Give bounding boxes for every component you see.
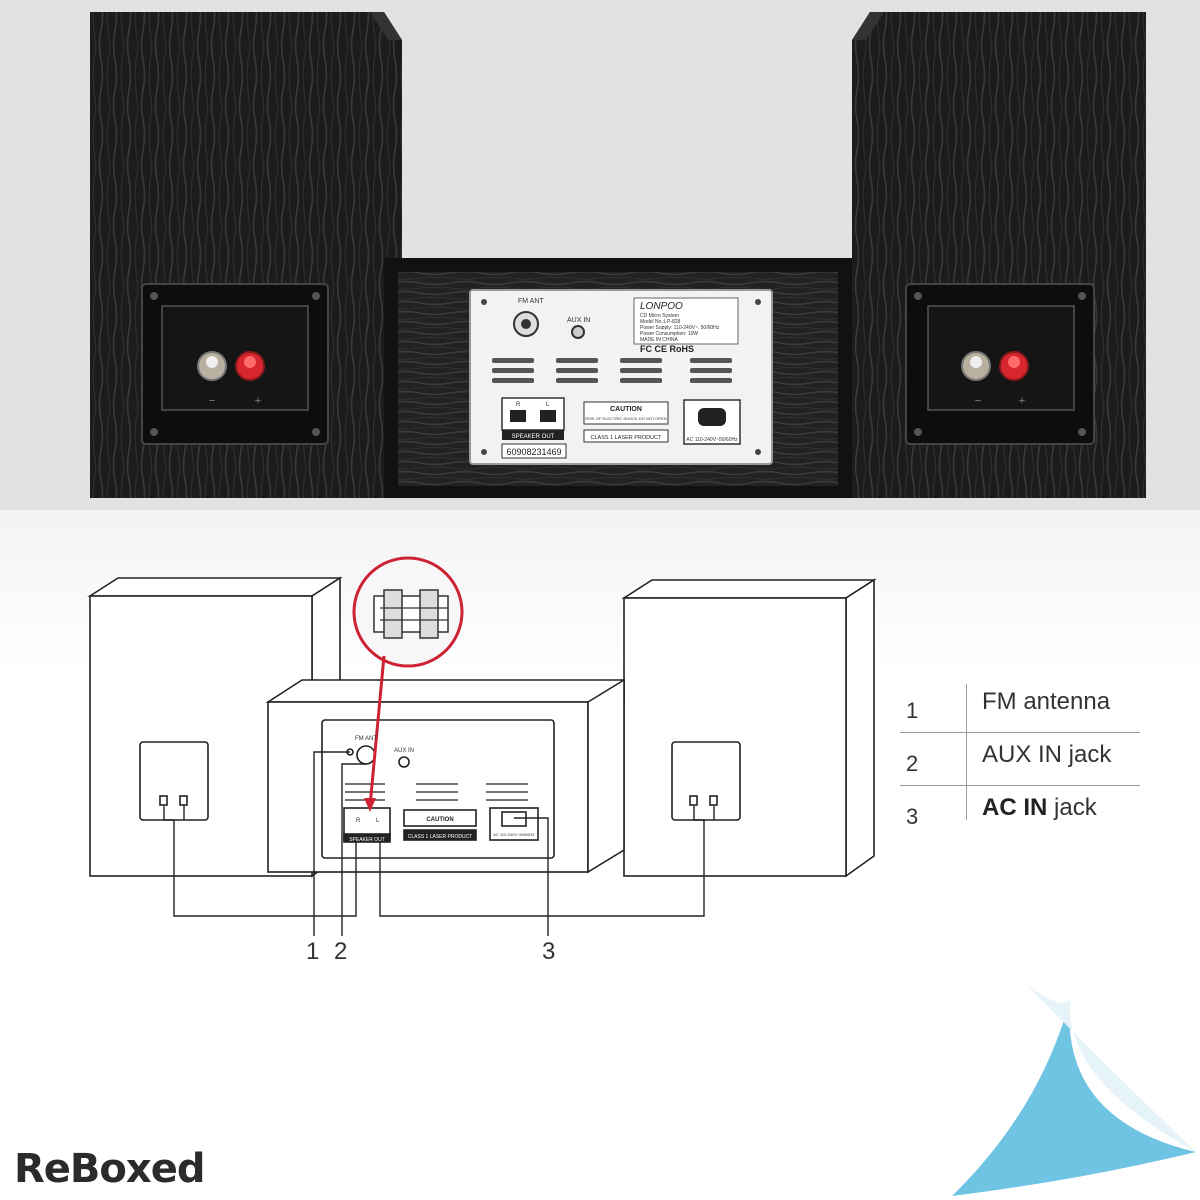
legend-text: AC IN jack — [982, 794, 1097, 822]
diagram-ac-label: AC 110-240V~50/60HZ — [493, 832, 535, 837]
right-speaker-drawing — [621, 578, 877, 878]
terminal-minus-label: − — [975, 395, 981, 407]
spec-line: Power Consumption: 10W — [640, 331, 698, 337]
fm-antenna-jack-drawing — [356, 745, 376, 765]
legend-separator — [966, 684, 967, 820]
rear-panel-photo: FM ANT AUX IN LONPOO CD Micro System Mod… — [469, 289, 773, 465]
legend-row: 3 AC IN jack — [900, 786, 1140, 838]
brand-label: LONPOO — [640, 301, 683, 312]
caution-sub-label: RISK OF ELECTRIC SHOCK DO NOT OPEN — [585, 416, 666, 421]
caution-label-box — [583, 401, 669, 425]
legend-number: 3 — [906, 804, 919, 829]
legend-table: 1 FM antenna 2 AUX IN jack 3 AC IN jack — [900, 680, 1140, 838]
legend-number: 2 — [906, 751, 919, 776]
legend-text-rest: jack — [1047, 794, 1097, 821]
callout-number-2: 2 — [334, 938, 348, 965]
ac-in-label: AC 110-240V~50/60Hz — [686, 437, 738, 443]
legend-text: FM antenna — [982, 688, 1111, 715]
callout-number-3: 3 — [542, 938, 556, 965]
serial-number: 60908231469 — [506, 447, 561, 457]
aux-in-jack — [571, 325, 585, 339]
speaker-out-label: SPEAKER OUT — [512, 434, 555, 440]
page-curl-decoration — [952, 984, 1196, 1196]
center-unit-drawing — [265, 678, 625, 874]
diagram-laser-label: CLASS 1 LASER PRODUCT — [408, 834, 472, 840]
reboxed-logo: ReBoxed — [14, 1146, 205, 1192]
legend-row: 2 AUX IN jack — [900, 733, 1140, 786]
certification-marks: FC CE RoHS — [640, 344, 694, 354]
vent-slots — [492, 358, 732, 383]
caution-label: CAUTION — [610, 406, 642, 413]
legend-row: 1 FM antenna — [900, 680, 1140, 733]
left-speaker-terminal-plate: − + — [141, 283, 329, 445]
spec-line: Model No.:LP-828 — [640, 319, 681, 325]
diagram-speaker-out-label: SPEAKER OUT — [349, 837, 385, 843]
legend-text: AUX IN jack — [982, 741, 1112, 768]
diagram-r-label: R — [356, 818, 361, 824]
spec-line: Power Supply: 110-240V~, 50/60Hz — [640, 325, 720, 331]
right-speaker-terminal-plate: − + — [905, 283, 1095, 445]
center-unit-photo: FM ANT AUX IN LONPOO CD Micro System Mod… — [384, 258, 852, 498]
diagram-l-label: L — [376, 818, 380, 824]
speaker-out-l-label: L — [546, 402, 550, 408]
magnifier-callout — [352, 556, 464, 812]
spec-line: MADE IN CHINA — [640, 337, 678, 343]
speaker-out-r-label: R — [516, 402, 521, 408]
callout-leaders — [313, 751, 549, 936]
aux-in-jack-drawing — [398, 756, 410, 768]
terminal-plus-label: + — [255, 395, 261, 407]
connection-diagram — [87, 576, 877, 936]
diagram-caution-label: CAUTION — [426, 817, 453, 823]
fm-ant-label: FM ANT — [518, 298, 544, 305]
diagram-fm-ant-label: FM ANT — [355, 736, 377, 742]
left-speaker-photo: − + — [90, 12, 402, 498]
right-speaker-photo: − + — [852, 12, 1146, 498]
terminal-plus-label: + — [1019, 395, 1025, 407]
diagram-aux-in-label: AUX IN — [394, 748, 414, 754]
callout-number-1: 1 — [306, 938, 320, 965]
legend-number: 1 — [906, 698, 919, 723]
aux-in-label: AUX IN — [567, 317, 590, 324]
spec-line: CD Micro System — [640, 313, 679, 319]
legend-text-bold: AC IN — [982, 794, 1048, 821]
serial-sticker — [501, 443, 567, 459]
laser-label: CLASS 1 LASER PRODUCT — [591, 435, 663, 441]
terminal-minus-label: − — [209, 395, 215, 407]
speaker-cables — [163, 806, 715, 917]
